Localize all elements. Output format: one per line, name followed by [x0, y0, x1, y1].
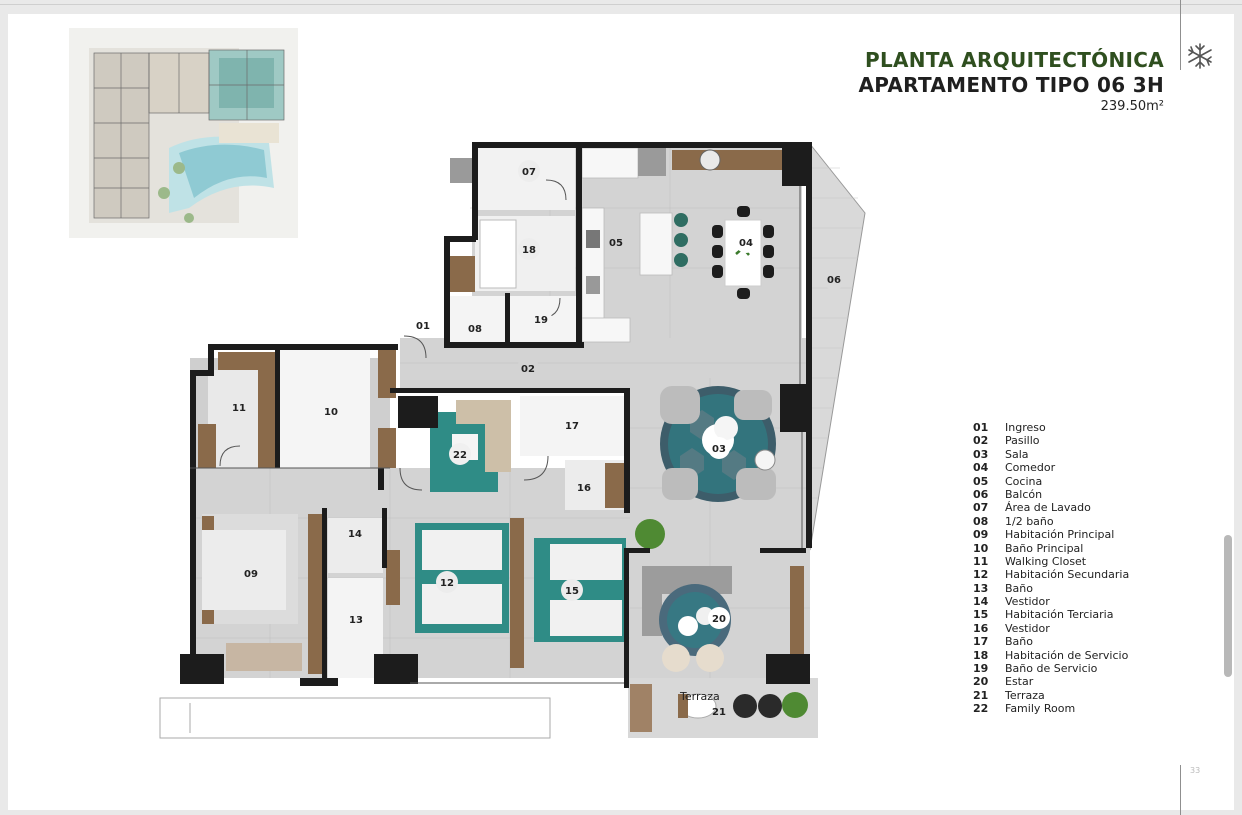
room-17-label: 17 — [565, 421, 579, 432]
room-10-label: 10 — [324, 407, 338, 418]
floor-plan: 07 18 05 04 06 08 19 01 02 11 10 22 17 0… — [159, 142, 866, 739]
room-15-label: 15 — [565, 586, 579, 597]
page-margin-line-bottom — [1180, 765, 1181, 815]
snowflake-logo-icon — [1188, 43, 1212, 69]
room-07-label: 07 — [522, 167, 536, 178]
page-number: 33 — [1190, 766, 1201, 775]
apartment-type-title: APARTAMENTO TIPO 06 3H — [858, 73, 1164, 97]
top-border-line — [0, 4, 1242, 5]
room-04-label: 04 — [739, 238, 753, 249]
building-key-map — [69, 28, 298, 238]
room-08-label: 08 — [468, 324, 482, 335]
room-19-label: 19 — [534, 315, 548, 326]
terrace-text: Terraza — [679, 690, 720, 703]
vertical-scrollbar[interactable] — [1224, 535, 1232, 677]
room-06-label: 06 — [827, 275, 841, 286]
room-18-label: 18 — [522, 245, 536, 256]
room-13-label: 13 — [349, 615, 363, 626]
page-margin-line — [1180, 0, 1181, 70]
balcony-area — [809, 142, 866, 551]
room-14-label: 14 — [348, 529, 362, 540]
apartment-area: 239.50m² — [1100, 99, 1164, 114]
room-21-label: 21 — [712, 707, 726, 718]
room-03-label: 03 — [712, 444, 726, 455]
room-09-label: 09 — [244, 569, 258, 580]
room-20-label: 20 — [712, 614, 726, 625]
room-11-label: 11 — [232, 403, 246, 414]
room-01-label: 01 — [416, 321, 430, 332]
room-16-label: 16 — [577, 483, 591, 494]
plan-title: PLANTA ARQUITECTÓNICA — [865, 48, 1164, 72]
room-badges: 07 18 05 04 06 08 19 01 02 11 10 22 17 0… — [228, 160, 845, 718]
room-05-label: 05 — [609, 238, 623, 249]
room-22-label: 22 — [453, 450, 467, 461]
room-12-label: 12 — [440, 578, 454, 589]
room-02-label: 02 — [521, 364, 535, 375]
